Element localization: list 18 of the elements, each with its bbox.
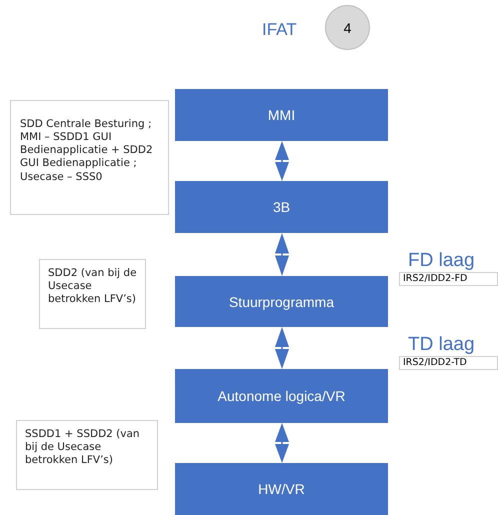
interface-label: IRS2/IDD2-TD [399, 356, 498, 370]
double-arrow [275, 423, 289, 463]
process-box: 3B [175, 181, 388, 233]
interface-label: IRS2/IDD2-FD [399, 272, 498, 286]
note-box: SSDD1 + SSDD2 (van bij de Usecase betrokken LFV’s) [16, 420, 158, 490]
layer-heading: TD laag [408, 334, 475, 356]
process-box: HW/VR [175, 463, 388, 515]
double-arrow [275, 233, 289, 276]
layer-heading: FD laag [408, 250, 475, 272]
process-box: MMI [175, 89, 388, 141]
title: IFAT [262, 20, 297, 40]
number-circle: 4 [325, 5, 370, 50]
process-box: Autonome logica/VR [175, 369, 388, 423]
double-arrow [275, 141, 289, 181]
note-box: SDD2 (van bij de Usecase betrokken LFV’s) [39, 259, 146, 329]
double-arrow [275, 327, 289, 369]
process-box: Stuurprogramma [175, 276, 388, 327]
note-box: SDD Centrale Besturing ; MMI – SSDD1 GUI Bedienapplicatie + SDD2 GUI Bedienapplicatie ; Usecase – SSS0 [10, 100, 169, 215]
